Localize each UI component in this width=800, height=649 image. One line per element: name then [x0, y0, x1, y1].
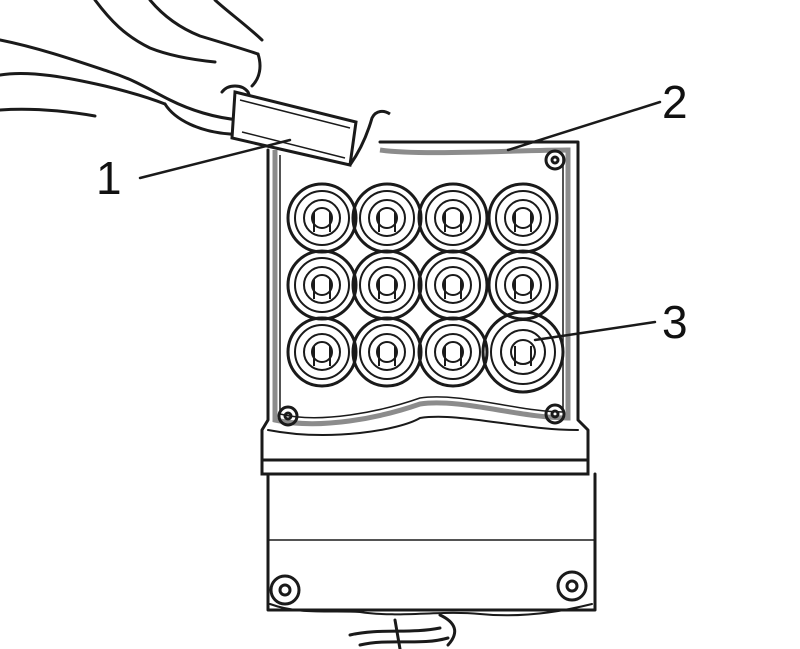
valve-1-1: [286, 182, 358, 254]
leader-line-2: [506, 100, 662, 152]
valve-3-2: [351, 316, 423, 388]
hose-connector-icon: [348, 613, 457, 649]
valve-2-4: [487, 249, 559, 321]
valve-grid: [286, 182, 565, 394]
valve-2-2: [351, 249, 423, 321]
hand-holding-tool-icon: [0, 0, 277, 136]
leader-line-3: [533, 320, 657, 342]
leader-lines: [138, 100, 662, 342]
leader-line-1: [138, 138, 292, 180]
valve-1-3: [417, 182, 489, 254]
valve-2-3: [417, 249, 489, 321]
valve-2-1: [286, 249, 358, 321]
callout-3: 3: [662, 296, 688, 348]
valve-3-3: [417, 316, 489, 388]
callout-1: 1: [96, 152, 122, 204]
valve-3-1: [286, 316, 358, 388]
valve-1-2: [351, 182, 423, 254]
gasket-seal: [272, 147, 571, 427]
callout-2: 2: [662, 76, 688, 128]
control-unit-housing: [260, 140, 597, 617]
pry-tool-icon: [230, 90, 391, 167]
valve-1-4: [487, 182, 559, 254]
screw-head-icon: [269, 149, 588, 606]
valve-3-4: [481, 310, 565, 394]
